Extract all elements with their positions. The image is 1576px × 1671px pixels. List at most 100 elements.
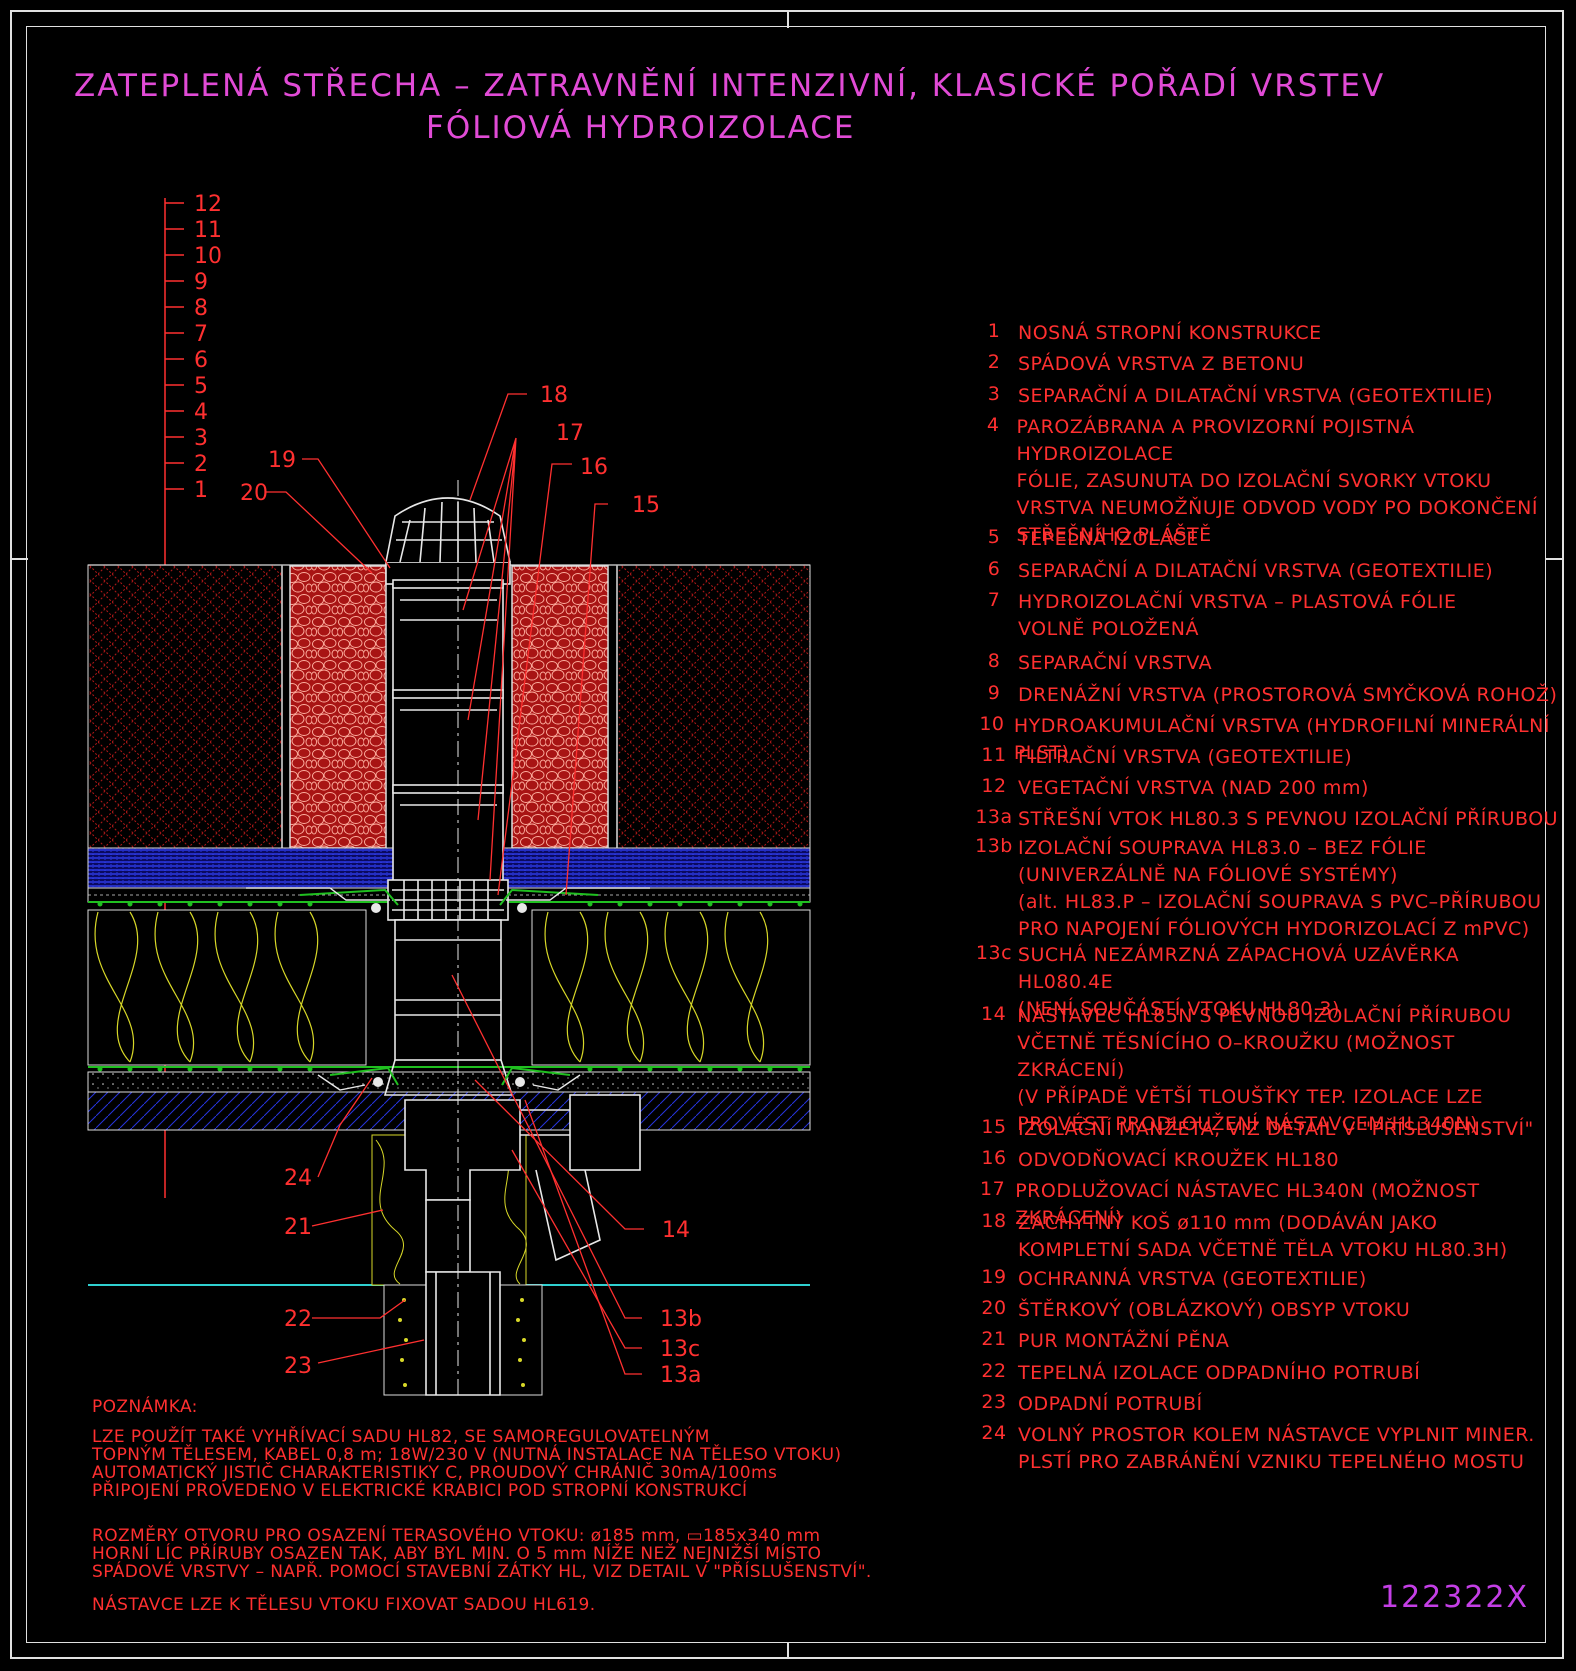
legend-item: 2 SPÁDOVÁ VRSTVA Z BETONU bbox=[970, 351, 1304, 378]
legend-text: ODVODŇOVACÍ KROUŽEK HL180 bbox=[1018, 1149, 1340, 1171]
note-paragraph-1: LZE POUŽÍT TAKÉ VYHŘÍVACÍ SADU HL82, SE … bbox=[92, 1427, 842, 1501]
note-paragraph-2: ROZMĚRY OTVORU PRO OSAZENÍ TERASOVÉHO VT… bbox=[92, 1526, 872, 1582]
callout-18: 18 bbox=[540, 383, 568, 408]
note-paragraph-3: NÁSTAVCE LZE K TĚLESU VTOKU FIXOVAT SADO… bbox=[92, 1595, 596, 1615]
vegetation-layer-left bbox=[87, 564, 283, 849]
callout-13b: 13b bbox=[660, 1307, 702, 1332]
legend-number: 24 bbox=[981, 1422, 1007, 1444]
legend-item: 9 DRENÁŽNÍ VRSTVA (PROSTOROVÁ SMYČKOVÁ RO… bbox=[970, 682, 1557, 709]
legend-text: OCHRANNÁ VRSTVA (GEOTEXTILIE) bbox=[1018, 1268, 1367, 1290]
legend-text: PAROZÁBRANA A PROVIZORNÍ POJISTNÁ HYDROI… bbox=[1016, 416, 1538, 546]
scale-label-11: 11 bbox=[194, 218, 222, 243]
flange-plates bbox=[246, 887, 650, 1091]
legend-text: SEPARAČNÍ VRSTVA bbox=[1018, 652, 1213, 674]
callout-24: 24 bbox=[284, 1166, 312, 1191]
legend-text: TEPELNÁ IZOLACE bbox=[1018, 528, 1199, 550]
legend-text: IZOLAČNÍ SOUPRAVA HL83.0 – BEZ FÓLIE (UN… bbox=[1018, 837, 1542, 940]
drawing-code: 122322X bbox=[1380, 1580, 1530, 1615]
legend-item: 11 FILTRAČNÍ VRSTVA (GEOTEXTILIE) bbox=[970, 744, 1352, 771]
gravel-surround-left bbox=[289, 565, 387, 849]
legend-text: ODPADNÍ POTRUBÍ bbox=[1018, 1393, 1203, 1415]
scale-label-8: 8 bbox=[194, 296, 208, 321]
legend-text: IZOLAČNÍ MANŽETA, VIZ DETAIL V "PŘÍSLUŠE… bbox=[1018, 1118, 1534, 1140]
legend-item: 14 NÁSTAVEC HL85N S PEVNOU IZOLAČNÍ PŘÍRU… bbox=[970, 1003, 1560, 1138]
scale-label-2: 2 bbox=[194, 452, 208, 477]
callout-16: 16 bbox=[580, 455, 608, 480]
legend-number: 4 bbox=[986, 414, 1000, 436]
scale-label-12: 12 bbox=[194, 192, 222, 217]
callout-14: 14 bbox=[662, 1218, 690, 1243]
pipe-insulation-left bbox=[383, 1284, 427, 1396]
legend-text: NÁSTAVEC HL85N S PEVNOU IZOLAČNÍ PŘÍRUBO… bbox=[1017, 1005, 1512, 1135]
legend-text: SPÁDOVÁ VRSTVA Z BETONU bbox=[1018, 353, 1305, 375]
legend-number: 16 bbox=[981, 1147, 1007, 1169]
legend-item: 24 VOLNÝ PROSTOR KOLEM NÁSTAVCE VYPLNIT M… bbox=[970, 1422, 1535, 1476]
legend-text: FILTRAČNÍ VRSTVA (GEOTEXTILIE) bbox=[1018, 746, 1353, 768]
callout-21: 21 bbox=[284, 1215, 312, 1240]
frame-tick-right bbox=[1546, 558, 1562, 560]
legend-item: 6 SEPARAČNÍ A DILATAČNÍ VRSTVA (GEOTEXTIL… bbox=[970, 558, 1493, 585]
legend-number: 2 bbox=[987, 351, 1001, 373]
legend-item: 3 SEPARAČNÍ A DILATAČNÍ VRSTVA (GEOTEXTIL… bbox=[970, 383, 1493, 410]
vegetation-layer-right bbox=[616, 564, 811, 849]
legend-number: 21 bbox=[981, 1328, 1007, 1350]
scale-label-5: 5 bbox=[194, 374, 208, 399]
legend-number: 8 bbox=[987, 650, 1001, 672]
legend-item: 8 SEPARAČNÍ VRSTVA bbox=[970, 650, 1212, 677]
legend-text: SUCHÁ NEZÁMRZNÁ ZÁPACHOVÁ UZÁVĚRKA HL080… bbox=[1017, 944, 1460, 1020]
frame-tick-bottom bbox=[787, 1643, 789, 1659]
legend-number: 11 bbox=[981, 744, 1007, 766]
drawing-title-line1: ZATEPLENÁ STŘECHA – ZATRAVNĚNÍ INTENZIVN… bbox=[74, 68, 1386, 104]
legend-number: 1 bbox=[987, 320, 1001, 342]
legend-item: 18 ZÁCHYTNÝ KOŠ ø110 mm (DODÁVÁN JAKO KOM… bbox=[970, 1210, 1508, 1264]
legend-number: 17 bbox=[980, 1178, 1006, 1200]
legend-number: 13c bbox=[975, 942, 1013, 964]
drain-assembly bbox=[383, 497, 641, 1396]
callout-13a: 13a bbox=[660, 1363, 701, 1388]
callout-19: 19 bbox=[268, 448, 296, 473]
scale-label-9: 9 bbox=[194, 270, 208, 295]
callout-labels: 18 17 16 15 19 20 24 21 22 23 14 13b 13c… bbox=[240, 383, 702, 1388]
legend-text: TEPELNÁ IZOLACE ODPADNÍHO POTRUBÍ bbox=[1018, 1362, 1421, 1384]
thermal-insulation-left bbox=[87, 909, 367, 1066]
legend-text: ŠTĚRKOVÝ (OBLÁZKOVÝ) OBSYP VTOKU bbox=[1018, 1299, 1411, 1321]
legend-text: SEPARAČNÍ A DILATAČNÍ VRSTVA (GEOTEXTILI… bbox=[1018, 560, 1494, 582]
scale-label-3: 3 bbox=[194, 426, 208, 451]
scale-label-1: 1 bbox=[194, 478, 208, 503]
legend-text: SEPARAČNÍ A DILATAČNÍ VRSTVA (GEOTEXTILI… bbox=[1018, 385, 1494, 407]
callout-22: 22 bbox=[284, 1307, 312, 1332]
legend-number: 9 bbox=[987, 682, 1001, 704]
clamp-rings bbox=[371, 903, 527, 1087]
legend-text: VOLNÝ PROSTOR KOLEM NÁSTAVCE VYPLNIT MIN… bbox=[1018, 1424, 1535, 1473]
legend-item: 16 ODVODŇOVACÍ KROUŽEK HL180 bbox=[970, 1147, 1339, 1174]
scale-label-6: 6 bbox=[194, 348, 208, 373]
legend-text: DRENÁŽNÍ VRSTVA (PROSTOROVÁ SMYČKOVÁ ROH… bbox=[1018, 684, 1558, 706]
legend-number: 12 bbox=[981, 775, 1007, 797]
legend-number: 5 bbox=[987, 526, 1001, 548]
callout-23: 23 bbox=[284, 1354, 312, 1379]
legend-number: 6 bbox=[987, 558, 1001, 580]
legend-number: 18 bbox=[981, 1210, 1007, 1232]
legend-item: 12 VEGETAČNÍ VRSTVA (NAD 200 mm) bbox=[970, 775, 1369, 802]
pipe-insulation-dots bbox=[398, 1298, 526, 1387]
legend-number: 3 bbox=[987, 383, 1001, 405]
callout-20: 20 bbox=[240, 481, 268, 506]
membrane-dots-top bbox=[97, 901, 803, 907]
scale-label-4: 4 bbox=[194, 400, 208, 425]
layer-scale-rule: 12 11 10 9 8 7 6 5 4 3 2 1 bbox=[164, 192, 222, 1198]
legend-text: VEGETAČNÍ VRSTVA (NAD 200 mm) bbox=[1018, 777, 1369, 799]
slope-concrete-layer bbox=[87, 1071, 811, 1093]
legend-text: NOSNÁ STROPNÍ KONSTRUKCE bbox=[1018, 322, 1322, 344]
legend-text: ZÁCHYTNÝ KOŠ ø110 mm (DODÁVÁN JAKO KOMPL… bbox=[1018, 1212, 1508, 1261]
legend-number: 14 bbox=[981, 1003, 1007, 1025]
